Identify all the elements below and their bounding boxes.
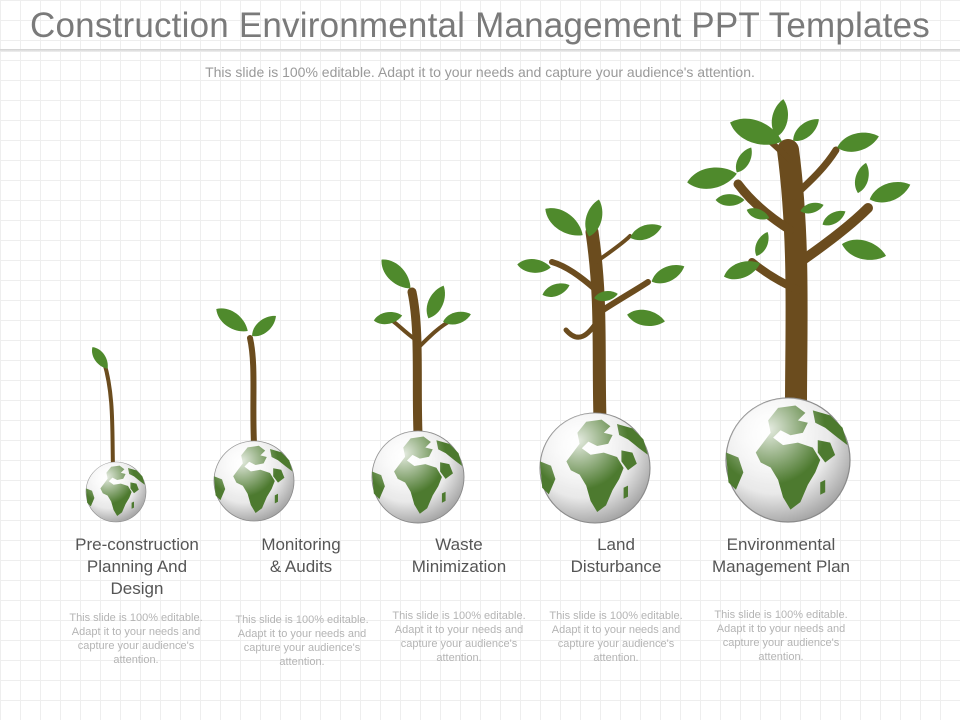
stage-2-label: Monitoring & Audits bbox=[261, 535, 341, 576]
globe-icon bbox=[725, 397, 851, 523]
globe-icon bbox=[539, 412, 651, 524]
slide-subtitle: This slide is 100% editable. Adapt it to… bbox=[205, 64, 755, 80]
plant-stage-2 bbox=[211, 302, 281, 447]
stage-5-description: This slide is 100% editable. Adapt it to… bbox=[714, 609, 848, 663]
slide-title: Construction Environmental Management PP… bbox=[30, 6, 930, 45]
stage-5-label: Environmental Management Plan bbox=[712, 535, 850, 576]
globe-icon bbox=[371, 430, 465, 524]
globe-icon bbox=[85, 461, 147, 523]
stage-4-description: This slide is 100% editable. Adapt it to… bbox=[549, 610, 683, 664]
stage-2-description: This slide is 100% editable. Adapt it to… bbox=[235, 614, 369, 668]
stage-3-label: Waste Minimization bbox=[411, 535, 507, 576]
plant-stage-3 bbox=[372, 253, 473, 439]
stage-4-label: Land Disturbance bbox=[570, 535, 662, 576]
plant-stage-5 bbox=[685, 97, 914, 415]
stage-3-description: This slide is 100% editable. Adapt it to… bbox=[392, 610, 526, 664]
title-divider bbox=[0, 49, 960, 52]
plant-stage-1 bbox=[88, 344, 115, 470]
stage-1-description: This slide is 100% editable. Adapt it to… bbox=[69, 612, 203, 666]
stage-1-label: Pre-construction Planning And Design bbox=[75, 535, 199, 598]
globe-icon bbox=[213, 440, 295, 522]
plant-stage-4 bbox=[516, 197, 688, 427]
